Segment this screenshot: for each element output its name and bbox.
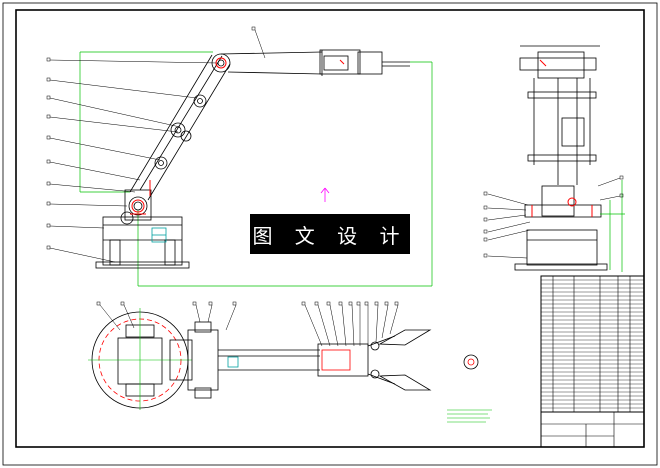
front-elevation-view bbox=[46, 26, 433, 287]
watermark-text: 图 文 设 计 bbox=[252, 223, 408, 248]
title-block bbox=[540, 275, 645, 448]
side-elevation-view bbox=[483, 45, 625, 272]
inner-frame bbox=[15, 9, 645, 448]
parts-list-rows bbox=[541, 279, 644, 409]
top-plan-view bbox=[88, 301, 492, 423]
watermark-banner: 图 文 设 计 bbox=[250, 214, 410, 254]
